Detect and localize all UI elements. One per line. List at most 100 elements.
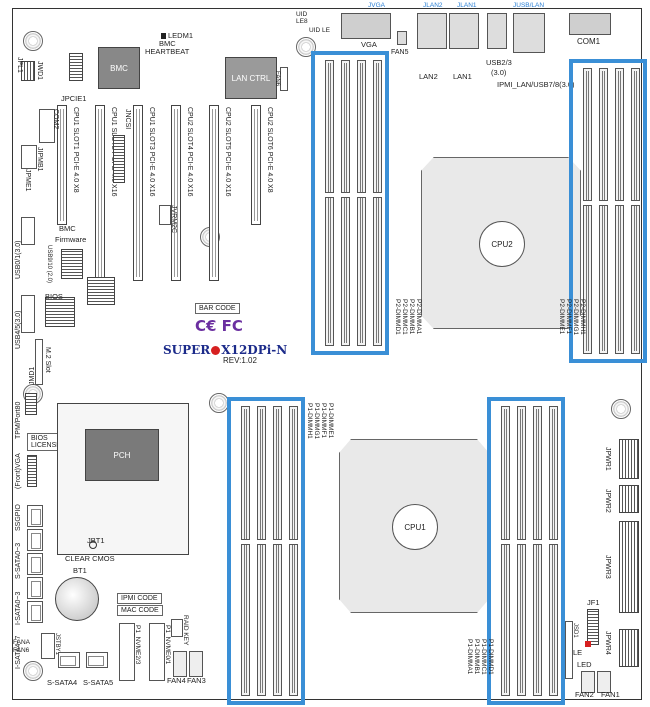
dimm-slot [615,68,624,354]
p2-dimm-bank-left [311,51,389,355]
front-vga-label: (Front)VGA [15,453,22,489]
fan5-label: FAN5 [391,49,409,56]
pcie-slot-3-label: CPU1 SLOT3 PCI-E 4.0 X16 [148,107,155,197]
jsd1-label: JSD1 [572,623,578,638]
com1-port [569,13,611,35]
jncsi-header [113,135,125,183]
raid-key-header [171,619,183,637]
pcie-slot-6-label: CPU2 SLOT6 PCI-E 4.0 X8 [266,107,273,193]
bios-license-label: BIOS [31,435,48,442]
jbt1-jumper [89,541,97,549]
usb01-label: USB0/1(3.0) [15,240,22,279]
jvga-label: JVGA [368,2,385,9]
jvrm2c-label: JVRM2C [170,205,177,234]
jipmb-label: JIPMB1 [36,147,43,172]
cpu1-socket: CPU1 [339,439,489,613]
jipmb-header [21,145,37,169]
bios-socket [45,297,75,327]
fan6-connector [280,67,288,91]
certification-marks: C€ FC [195,317,243,335]
usb-20-label: USB9/10 (2.0) [46,245,52,284]
fana-label: FANA [13,639,30,646]
usb45-label: USB4/5(3.0) [15,310,22,349]
usb23-label: USB2/3 [486,58,512,67]
pcie-slot-1-label: CPU1 SLOT1 PCI-E 4.0 X8 [72,107,79,193]
lan2-label: LAN2 [419,72,438,81]
motherboard-layout: JPL1 JWD1 BMC LEDM1 BMC HEARTBEAT LAN CT… [12,2,647,705]
pcie-slot-5-label: CPU2 SLOT5 PCI-E 4.0 X16 [224,107,231,197]
jpwr3-label: JPWR3 [604,555,611,579]
bmc-chip: BMC [98,47,140,89]
pcie-slot-6 [251,105,261,225]
jstby-header [41,633,55,659]
usb01-header [21,217,35,245]
nvme23-label: P1_NVME2/3 [134,625,141,665]
nvme01-label: P1_NVME0/1 [164,625,171,665]
board-model: X12DPi-N [221,343,288,357]
dimm-slot [517,406,526,696]
bios-region-chip [87,277,115,305]
bmc-heartbeat-label-2: HEARTBEAT [145,47,190,56]
dimm-label-p2a1: P2-DIMMA1 [415,299,422,335]
jwd1-header [21,61,35,81]
mac-code-box: MAC CODE [117,605,163,616]
dimm-slot [241,406,250,696]
ledm1-led [161,33,166,39]
s-sata4-label: S-SATA4 [47,678,78,687]
cpu2-label: CPU2 [479,221,525,267]
raid-key-label: RAID KEY [182,615,189,646]
board-revision: REV:1.02 [223,356,257,365]
ipmi-code-box: IPMI CODE [117,593,162,604]
p1-dimm-bank-left [227,397,305,705]
jf1-label: JF1 [587,598,600,607]
sata-port [27,529,43,551]
jpwr2-connector [619,485,639,513]
lan-controller-chip: LAN CTRL [225,57,277,99]
pcie-slot-1 [57,105,67,225]
power-led [585,641,591,647]
s-sata0-3-label: S-SATA0~3 [15,542,22,579]
le8-label: LE8 [296,18,308,25]
le-label: LE [573,648,583,657]
pch-chip: PCH [85,429,159,481]
bt1-label: BT1 [73,566,87,575]
usb45-header [21,295,35,333]
dimm-label-p1d1: P1-DIMMD1 [487,639,494,675]
jwd1-label: JWD1 [36,61,43,81]
pcie-slot-4 [171,105,181,281]
logo-brand-text: SUPER [163,343,211,357]
s-sata5-port [86,652,108,668]
i-sata0-3-label: I-SATA0~3 [15,591,22,625]
dimm-slot [549,406,558,696]
dimm-slot [501,406,510,696]
m2-slot-label: M.2 Slot [44,347,51,373]
vga-label: VGA [361,40,377,49]
vga-port [341,13,391,39]
jsd1-header [565,621,573,679]
bios-label: BIOS [45,292,63,301]
sata-port [27,601,43,623]
dimm-slot [257,406,266,696]
ledm1-label: LEDM1 [168,31,194,40]
sata-port [27,553,43,575]
dimm-slot [289,406,298,696]
mounting-hole [23,661,43,681]
cmos-battery [55,577,99,621]
led-label: LED [577,660,592,669]
fan3-label: FAN3 [187,676,206,685]
tpm-port80-label: TPM/Port80 [15,401,22,439]
cpu2-socket: CPU2 [421,157,581,329]
dimm-slot [325,60,334,346]
fan1-connector [597,671,611,693]
dimm-slot [273,406,282,696]
jlan2-label: JLAN2 [423,2,443,9]
supermicro-logo: SUPER X12DPi-N [163,343,287,357]
sata-port [27,577,43,599]
dimm-label-p2h1: P2-DIMMH1 [579,299,586,335]
uid-label: UID [296,11,308,18]
fan1-label: FAN1 [601,690,620,699]
jpcie1-label: JPCIE1 [61,94,87,103]
fan5-connector [397,31,407,45]
mounting-hole [611,399,631,419]
jf1-header [587,609,599,645]
